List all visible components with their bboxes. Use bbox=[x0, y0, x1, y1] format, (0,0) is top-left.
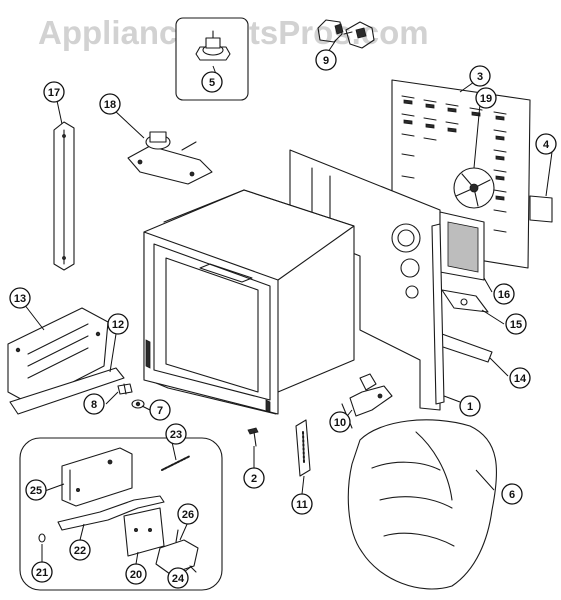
svg-text:21: 21 bbox=[36, 567, 48, 579]
callout-9: 9 bbox=[315, 49, 337, 71]
part-11-door-latch bbox=[295, 419, 311, 477]
part-19-fan bbox=[453, 167, 495, 209]
svg-text:20: 20 bbox=[130, 569, 142, 581]
part-5-thermostat-box bbox=[175, 17, 249, 101]
svg-text:2: 2 bbox=[251, 473, 257, 485]
callout-5: 5 bbox=[201, 71, 223, 93]
part-14-strip bbox=[439, 333, 493, 363]
callout-25: 25 bbox=[25, 479, 47, 501]
svg-text:10: 10 bbox=[334, 417, 346, 429]
part-9-clip-assembly bbox=[317, 19, 375, 49]
part-12-trim-strip bbox=[9, 367, 125, 415]
part-16-vent-frame bbox=[439, 211, 485, 281]
part-15-bracket bbox=[441, 289, 489, 313]
svg-text:11: 11 bbox=[296, 499, 308, 511]
callout-22: 22 bbox=[69, 539, 91, 561]
callout-19: 19 bbox=[475, 87, 497, 109]
svg-text:12: 12 bbox=[112, 319, 124, 331]
callout-21: 21 bbox=[31, 561, 53, 583]
part-7-clip bbox=[131, 399, 145, 409]
svg-text:15: 15 bbox=[510, 319, 522, 331]
svg-text:3: 3 bbox=[477, 71, 483, 83]
svg-text:19: 19 bbox=[480, 93, 492, 105]
callout-15: 15 bbox=[505, 313, 527, 335]
callout-14: 14 bbox=[509, 367, 531, 389]
callout-10: 10 bbox=[329, 411, 351, 433]
part-2-screw bbox=[247, 427, 259, 447]
callout-16: 16 bbox=[493, 283, 515, 305]
svg-text:16: 16 bbox=[498, 289, 510, 301]
callout-26: 26 bbox=[177, 503, 199, 525]
svg-text:25: 25 bbox=[30, 485, 42, 497]
svg-text:14: 14 bbox=[514, 373, 527, 385]
svg-text:24: 24 bbox=[172, 573, 185, 585]
svg-text:1: 1 bbox=[467, 401, 473, 413]
callout-12: 12 bbox=[107, 313, 129, 335]
part-8-screw bbox=[117, 383, 133, 395]
oven-rear-frame bbox=[289, 149, 441, 411]
part-4-cover-plate bbox=[529, 195, 553, 223]
callout-8: 8 bbox=[83, 393, 105, 415]
svg-text:17: 17 bbox=[48, 87, 60, 99]
svg-text:26: 26 bbox=[182, 509, 194, 521]
part-17-vertical-bracket bbox=[53, 121, 75, 271]
svg-text:23: 23 bbox=[170, 429, 182, 441]
callout-24: 24 bbox=[167, 567, 189, 589]
svg-text:7: 7 bbox=[157, 405, 163, 417]
part-6-insulation-blanket bbox=[347, 419, 498, 590]
part-1-support-rail bbox=[431, 223, 445, 405]
callout-13: 13 bbox=[9, 287, 31, 309]
svg-text:8: 8 bbox=[91, 399, 97, 411]
svg-text:22: 22 bbox=[74, 545, 86, 557]
svg-text:9: 9 bbox=[323, 55, 329, 67]
svg-text:5: 5 bbox=[209, 77, 215, 89]
part-18-control-assembly bbox=[127, 131, 213, 185]
callout-4: 4 bbox=[535, 133, 557, 155]
svg-text:18: 18 bbox=[104, 99, 116, 111]
callout-3: 3 bbox=[469, 65, 491, 87]
leader-lines bbox=[23, 39, 553, 573]
svg-text:6: 6 bbox=[509, 489, 515, 501]
callout-18: 18 bbox=[99, 93, 121, 115]
callout-17: 17 bbox=[43, 81, 65, 103]
svg-text:13: 13 bbox=[14, 293, 26, 305]
oven-cavity bbox=[143, 189, 355, 415]
part-13-side-panel bbox=[7, 307, 109, 405]
callout-7: 7 bbox=[149, 399, 171, 421]
callout-1: 1 bbox=[459, 395, 481, 417]
callout-20: 20 bbox=[125, 563, 147, 585]
callout-11: 11 bbox=[291, 493, 313, 515]
callout-6: 6 bbox=[501, 483, 523, 505]
callout-23: 23 bbox=[165, 423, 187, 445]
callouts: 1 2 3 4 5 6 7 8 9 10 11 12 13 14 15 16 1… bbox=[9, 49, 557, 589]
svg-text:4: 4 bbox=[543, 139, 550, 151]
callout-2: 2 bbox=[243, 467, 265, 489]
